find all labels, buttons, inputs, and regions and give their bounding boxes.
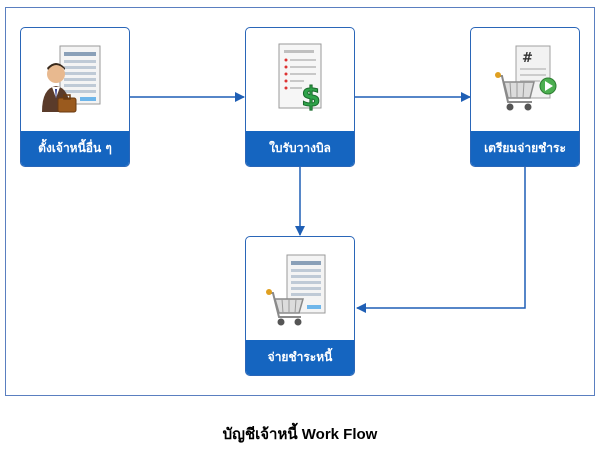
node-icon-area [21, 28, 129, 131]
businessman-document-icon [42, 45, 101, 113]
node-label: จ่ายชำระหนี้ [246, 340, 354, 375]
invoice-dollar-icon: $ [278, 43, 322, 114]
node-icon-area: $ [246, 28, 354, 131]
svg-text:$: $ [301, 80, 320, 113]
node-setup-other-creditors[interactable]: ตั้งเจ้าหนี้อื่น ๆ [20, 27, 130, 167]
node-label: ใบรับวางบิล [246, 131, 354, 166]
cart-document-icon [266, 254, 326, 326]
node-pay-debt[interactable]: จ่ายชำระหนี้ [245, 236, 355, 376]
node-icon-area: # [471, 28, 579, 131]
node-label: ตั้งเจ้าหนี้อื่น ๆ [21, 131, 129, 166]
svg-text:#: # [522, 51, 533, 66]
node-prepare-payment[interactable]: # เตรียมจ่ายชำระ [470, 27, 580, 167]
node-label: เตรียมจ่ายชำระ [471, 131, 579, 166]
node-bill-receipt[interactable]: $ ใบรับวางบิล [245, 27, 355, 167]
edge-prepare-to-pay [356, 167, 526, 313]
node-icon-area [246, 237, 354, 340]
cart-document-play-icon: # [495, 45, 557, 111]
diagram-caption: บัญชีเจ้าหนี้ Work Flow [222, 426, 378, 443]
